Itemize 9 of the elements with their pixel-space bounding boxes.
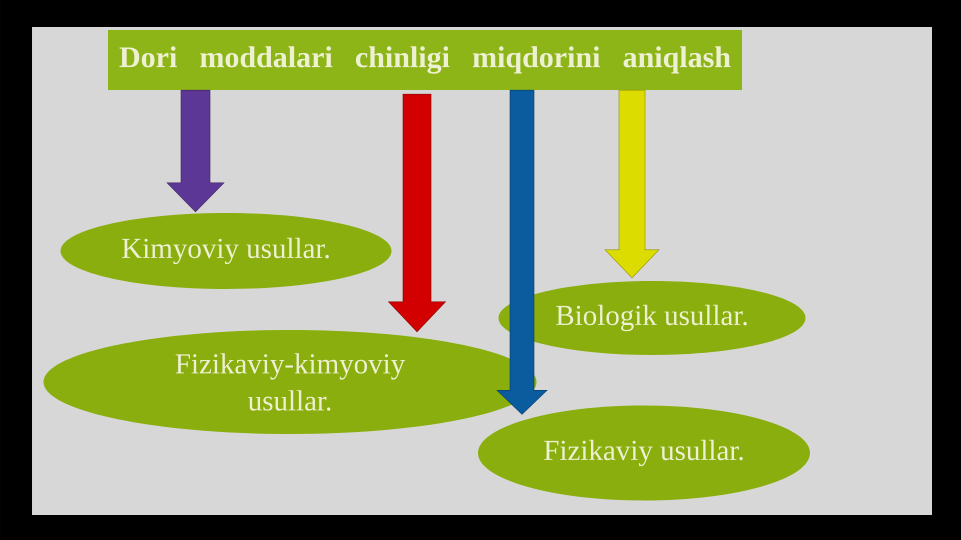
block-arrow [388,94,446,332]
block-arrow [496,90,548,415]
ellipse-node: Fizikaviy usullar. [478,406,810,500]
block-arrow [604,90,660,278]
title-banner: Dori moddalari chinligi miqdorini aniqlash [108,30,742,90]
ellipse-node: Fizikaviy-kimyoviy usullar. [44,330,536,434]
ellipse-node: Biologik usullar. [498,281,806,355]
block-arrow [166,90,225,212]
ellipse-node: Kimyoviy usullar. [60,213,392,289]
